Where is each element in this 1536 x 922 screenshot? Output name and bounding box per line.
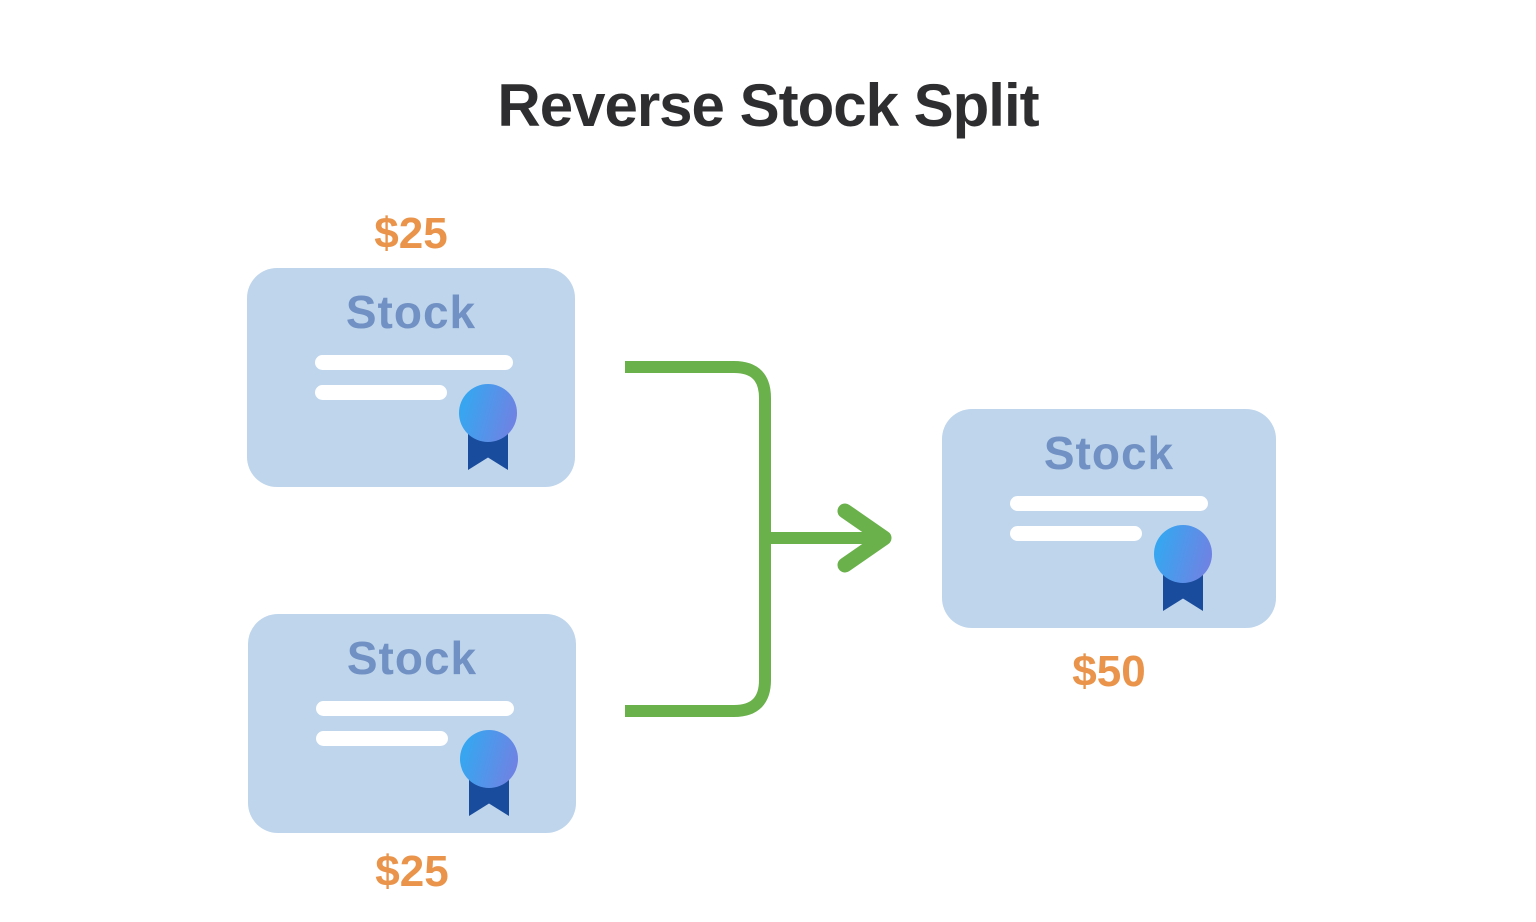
merge-arrow <box>625 361 892 717</box>
certificate-text-line <box>315 385 447 400</box>
stock-certificate-card-top-left: Stock <box>247 268 575 487</box>
certificate-text-line <box>315 355 513 370</box>
certificate-seal-icon <box>460 730 518 816</box>
certificate-text-line <box>1010 526 1142 541</box>
seal-medal-circle <box>459 384 517 442</box>
certificate-text-line <box>316 731 448 746</box>
certificate-text-line <box>316 701 514 716</box>
certificate-text-line <box>1010 496 1208 511</box>
stock-card-label: Stock <box>346 632 478 684</box>
seal-medal-circle <box>460 730 518 788</box>
price-label-result: $50 <box>1072 647 1146 696</box>
certificate-seal-icon <box>459 384 517 470</box>
page-title: Reverse Stock Split <box>497 72 1039 139</box>
stock-card-label: Stock <box>1043 427 1175 479</box>
stock-card-label: Stock <box>345 286 477 338</box>
merge-bracket-line <box>625 361 771 717</box>
certificate-seal-icon <box>1154 525 1212 611</box>
stock-certificate-card-result: Stock <box>942 409 1276 628</box>
price-label-bottom-left: $25 <box>375 847 449 896</box>
price-label-top-left: $25 <box>374 209 448 258</box>
seal-medal-circle <box>1154 525 1212 583</box>
arrow-head-icon <box>837 503 892 573</box>
stock-certificate-card-bottom-left: Stock <box>248 614 576 833</box>
